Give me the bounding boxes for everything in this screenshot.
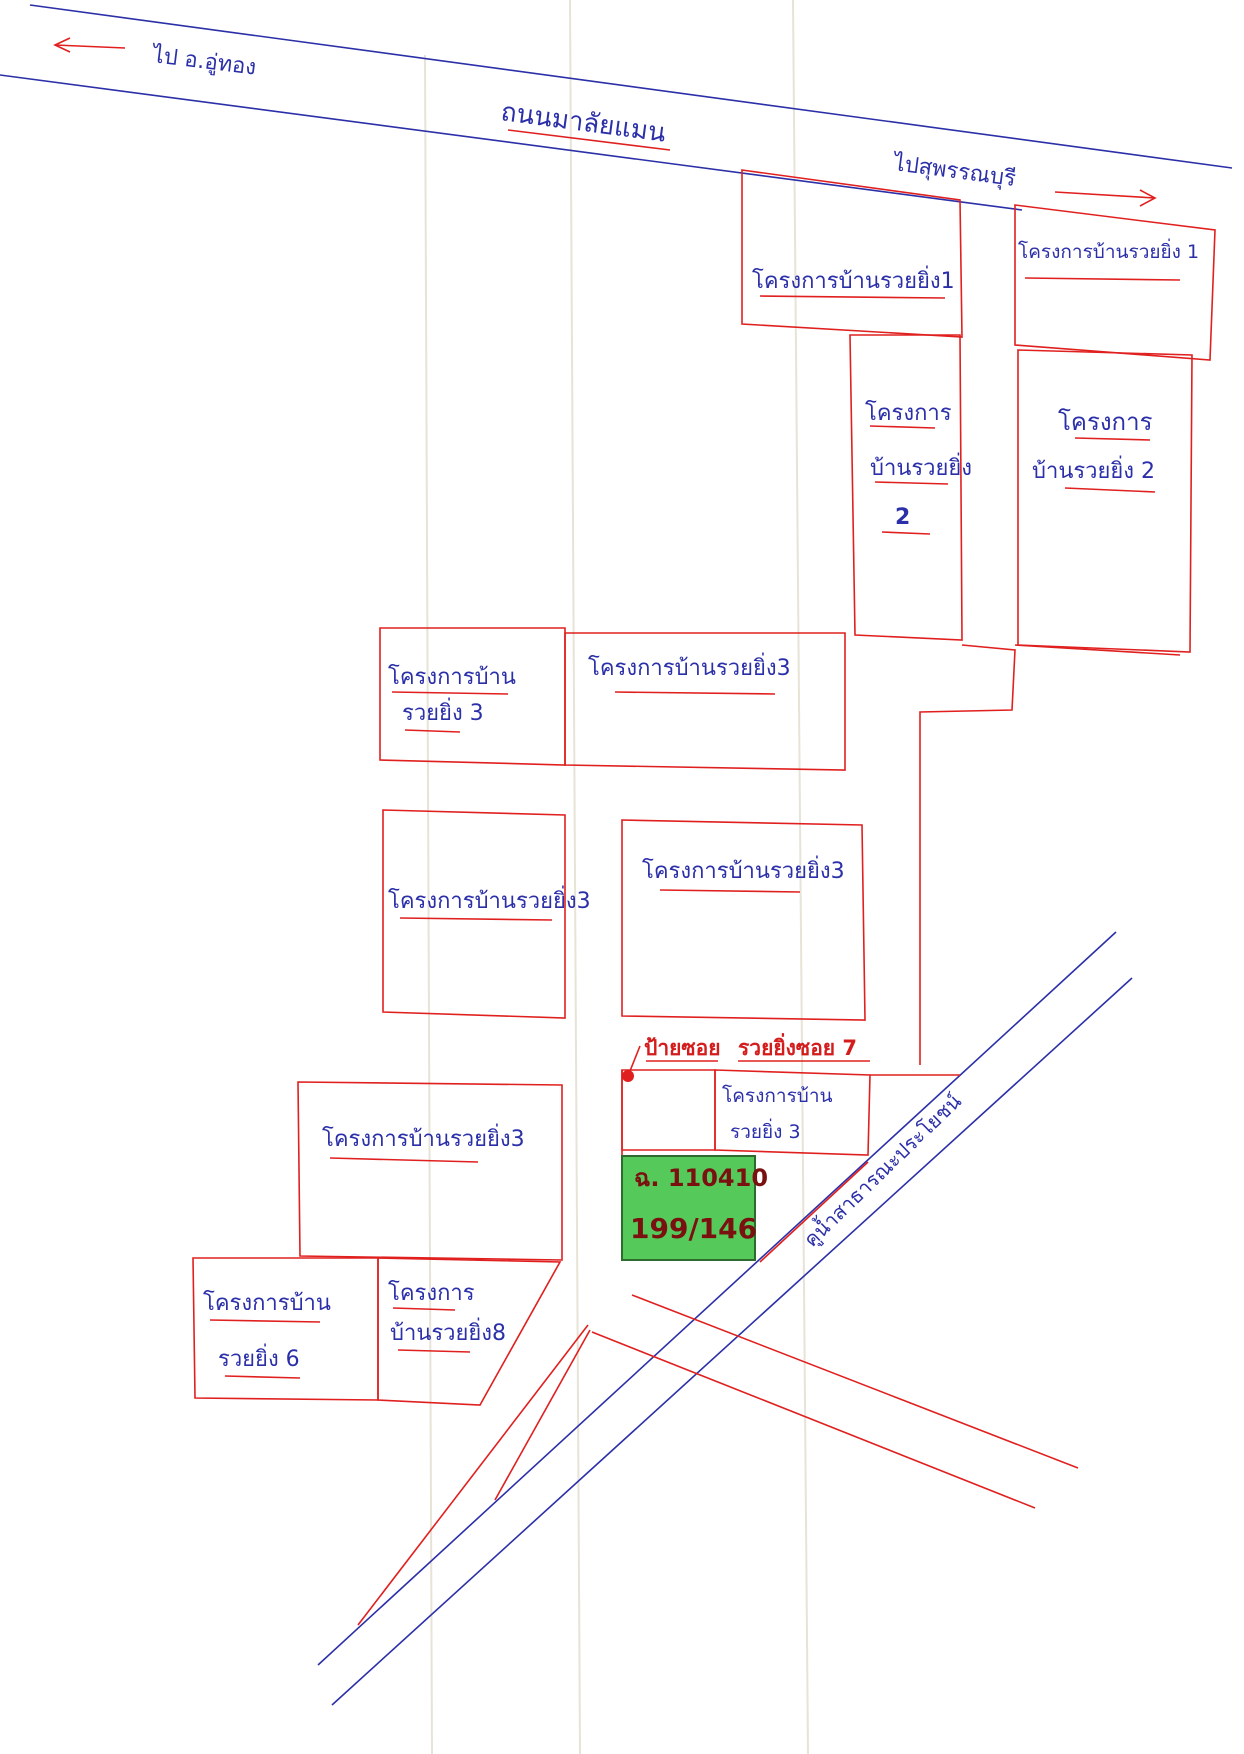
project-label-d1: โครงการบ้านรวยยิ่ง3 <box>388 885 591 914</box>
project-label-col-b-line1: โครงการ <box>1058 408 1153 436</box>
paper-folds <box>424 0 809 1754</box>
road-labels: ไป อ.อู่ทอง ถนนมาลัยแมน ไปสุพรรณบุรี คูน… <box>149 42 1017 1252</box>
project-label-g1-line1: โครงการบ้าน <box>203 1290 331 1316</box>
project-label-c1-line2: รวยยิ่ง 3 <box>402 697 484 726</box>
canal <box>317 931 1133 1706</box>
project-label-top-middle: โครงการบ้านรวยยิ่ง1 <box>752 265 955 294</box>
project-label-g2-line2: บ้านรวยยิ่ง8 <box>390 1317 506 1346</box>
subject-plot[interactable]: ฉ. 110410 199/146 <box>621 1155 768 1261</box>
arrow-west-icon <box>53 37 126 53</box>
soi-name-label: รวยยิ่งซอย 7 <box>738 1032 857 1060</box>
label-canal: คูน้ำสาธารณะประโยชน์ <box>797 1087 966 1252</box>
project-label-e1-line1: โครงการบ้าน <box>722 1084 833 1107</box>
project-label-col-b-line2: บ้านรวยยิ่ง 2 <box>1032 455 1155 484</box>
project-label-e1-line2: รวยยิ่ง 3 <box>730 1118 801 1143</box>
main-road <box>0 4 1233 211</box>
label-to-suphanburi: ไปสุพรรณบุรี <box>890 150 1017 192</box>
project-label-col-a-number: 2 <box>895 505 910 530</box>
project-label-c2: โครงการบ้านรวยยิ่ง3 <box>588 652 791 681</box>
soi-sign-label: ป้ายซอย <box>644 1036 721 1060</box>
plot-rectangle[interactable] <box>621 1155 756 1261</box>
project-label-g1-line2: รวยยิ่ง 6 <box>218 1343 300 1372</box>
boundaries <box>192 169 1216 1626</box>
project-label-col-a-line2: บ้านรวยยิ่ง <box>870 452 972 481</box>
project-label-col-a-line1: โครงการ <box>865 400 952 426</box>
plot-house-number: 199/146 <box>630 1212 757 1245</box>
label-to-uthong: ไป อ.อู่ทอง <box>149 42 257 81</box>
soi-sign-marker[interactable]: ป้ายซอย รวยยิ่งซอย 7 <box>622 1032 870 1082</box>
project-label-g2-line1: โครงการ <box>388 1280 475 1306</box>
project-label-top-right: โครงการบ้านรวยยิ่ง 1 <box>1018 238 1199 263</box>
project-label-c1-line1: โครงการบ้าน <box>388 664 516 690</box>
project-labels: โครงการบ้านรวยยิ่ง1 โครงการบ้านรวยยิ่ง 1… <box>203 238 1199 1379</box>
plot-deed: ฉ. 110410 <box>634 1164 768 1192</box>
project-label-d2: โครงการบ้านรวยยิ่ง3 <box>642 855 845 884</box>
label-main-road: ถนนมาลัยแมน <box>499 97 668 148</box>
arrow-east-icon <box>1054 189 1157 207</box>
project-label-f1: โครงการบ้านรวยยิ่ง3 <box>322 1123 525 1152</box>
